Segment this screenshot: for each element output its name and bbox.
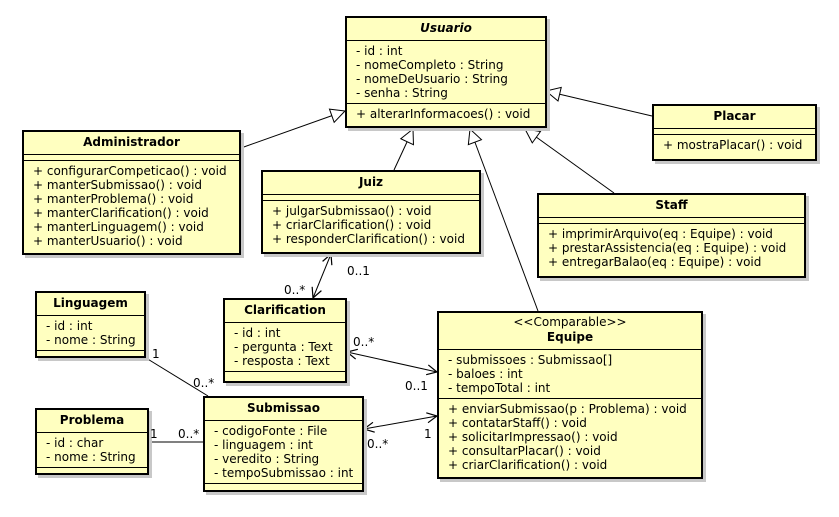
- attribute: - resposta : Text: [234, 354, 330, 368]
- class-submissao-methods: [205, 483, 362, 489]
- class-staff[interactable]: Staff + imprimirArquivo(eq : Equipe) : v…: [537, 193, 806, 278]
- multiplicity-label: 0..1: [347, 264, 370, 278]
- generalization-staff-usuario: [525, 129, 615, 194]
- class-administrador-name: Administrador: [83, 135, 180, 149]
- method: + solicitarImpressao() : void: [448, 430, 618, 444]
- class-submissao[interactable]: Submissao - codigoFonte : File - linguag…: [203, 396, 364, 492]
- method: + prestarAssistencia(eq : Equipe) : void: [548, 241, 787, 255]
- class-juiz[interactable]: Juiz + julgarSubmissao() : void + criarC…: [261, 170, 481, 254]
- class-administrador-attributes: [24, 154, 239, 160]
- association-clarification-equipe: [347, 352, 437, 372]
- multiplicity-label: 0..*: [367, 437, 389, 451]
- multiplicity-label: 1: [150, 427, 158, 441]
- association-juiz-clarification: [313, 254, 331, 298]
- method: + imprimirArquivo(eq : Equipe) : void: [548, 227, 773, 241]
- attribute: - id : int: [234, 326, 281, 340]
- attribute: - pergunta : Text: [234, 340, 333, 354]
- class-linguagem[interactable]: Linguagem - id : int - nome : String: [35, 291, 146, 358]
- multiplicity-label: 1: [152, 347, 160, 361]
- class-equipe-name-box: <<Comparable>> Equipe: [439, 313, 701, 349]
- attribute: - nome : String: [46, 450, 136, 464]
- class-staff-attributes: [539, 217, 804, 223]
- class-submissao-name: Submissao: [246, 401, 321, 415]
- method: + manterUsuario() : void: [33, 234, 183, 248]
- association-submissao-equipe: [364, 416, 437, 429]
- method: + manterSubmissao() : void: [33, 178, 203, 192]
- class-submissao-attributes: - codigoFonte : File - linguagem : int -…: [205, 420, 362, 483]
- attribute: - baloes : int: [448, 367, 523, 381]
- method: + manterLinguagem() : void: [33, 220, 204, 234]
- class-equipe-name: Equipe: [546, 330, 594, 344]
- class-linguagem-attributes: - id : int - nome : String: [37, 315, 144, 350]
- class-administrador-methods: + configurarCompeticao() : void + manter…: [24, 160, 239, 251]
- method: + criarClarification() : void: [272, 218, 432, 232]
- class-usuario[interactable]: Usuario - id : int - nomeCompleto : Stri…: [345, 16, 547, 128]
- method: + entregarBalao(eq : Equipe) : void: [548, 255, 762, 269]
- generalization-equipe-usuario: [470, 129, 539, 312]
- class-linguagem-name: Linguagem: [53, 296, 128, 310]
- attribute: - linguagem : int: [214, 438, 313, 452]
- attribute: - id : int: [46, 319, 93, 333]
- generalization-placar-usuario: [546, 91, 653, 117]
- multiplicity-label: 0..*: [284, 283, 306, 297]
- method: + alterarInformacoes() : void: [356, 107, 531, 121]
- attribute: - id : int: [356, 44, 403, 58]
- multiplicity-label: 0..*: [178, 427, 200, 441]
- class-juiz-methods: + julgarSubmissao() : void + criarClarif…: [263, 200, 479, 249]
- method: + mostraPlacar() : void: [663, 138, 803, 152]
- attribute: - codigoFonte : File: [214, 424, 328, 438]
- generalization-administrador-usuario: [240, 111, 345, 149]
- method: + contatarStaff() : void: [448, 416, 587, 430]
- class-usuario-attributes: - id : int - nomeCompleto : String - nom…: [347, 40, 545, 103]
- multiplicity-label: 0..1: [405, 379, 428, 393]
- method: + enviarSubmissao(p : Problema) : void: [448, 402, 687, 416]
- class-placar[interactable]: Placar + mostraPlacar() : void: [652, 104, 817, 161]
- class-clarification-name: Clarification: [244, 303, 326, 317]
- attribute: - id : char: [46, 436, 104, 450]
- class-equipe[interactable]: <<Comparable>> Equipe - submissoes : Sub…: [437, 311, 703, 479]
- method: + configurarCompeticao() : void: [33, 164, 227, 178]
- class-problema-name: Problema: [59, 413, 125, 427]
- multiplicity-label: 0..*: [193, 376, 215, 390]
- method: + manterProblema() : void: [33, 192, 194, 206]
- class-placar-attributes: [654, 128, 815, 134]
- class-staff-methods: + imprimirArquivo(eq : Equipe) : void + …: [539, 223, 804, 272]
- multiplicity-label: 1: [424, 427, 432, 441]
- method: + criarClarification() : void: [448, 458, 608, 472]
- multiplicity-label: 0..*: [353, 335, 375, 349]
- class-placar-name: Placar: [713, 109, 756, 123]
- attribute: - nome : String: [46, 333, 136, 347]
- class-placar-methods: + mostraPlacar() : void: [654, 134, 815, 155]
- attribute: - tempoTotal : int: [448, 381, 551, 395]
- class-problema[interactable]: Problema - id : char - nome : String: [35, 408, 149, 475]
- method: + julgarSubmissao() : void: [272, 204, 432, 218]
- class-juiz-attributes: [263, 194, 479, 200]
- class-equipe-attributes: - submissoes : Submissao[] - baloes : in…: [439, 349, 701, 398]
- method: + responderClarification() : void: [272, 232, 465, 246]
- class-problema-attributes: - id : char - nome : String: [37, 432, 147, 467]
- attribute: - nomeCompleto : String: [356, 58, 504, 72]
- class-linguagem-methods: [37, 350, 144, 356]
- attribute: - submissoes : Submissao[]: [448, 353, 613, 367]
- generalization-juiz-usuario: [393, 129, 413, 171]
- class-equipe-stereotype: <<Comparable>>: [513, 315, 627, 329]
- class-clarification[interactable]: Clarification - id : int - pergunta : Te…: [223, 298, 347, 383]
- class-clarification-methods: [225, 371, 345, 377]
- class-equipe-methods: + enviarSubmissao(p : Problema) : void +…: [439, 398, 701, 475]
- attribute: - nomeDeUsuario : String: [356, 72, 508, 86]
- attribute: - tempoSubmissao : int: [214, 466, 354, 480]
- method: + consultarPlacar() : void: [448, 444, 601, 458]
- class-staff-name: Staff: [655, 198, 688, 212]
- attribute: - veredito : String: [214, 452, 320, 466]
- association-linguagem-submissao: [145, 357, 209, 397]
- class-clarification-attributes: - id : int - pergunta : Text - resposta …: [225, 322, 345, 371]
- class-usuario-name: Usuario: [420, 21, 472, 35]
- class-usuario-methods: + alterarInformacoes() : void: [347, 103, 545, 124]
- method: + manterClarification() : void: [33, 206, 209, 220]
- class-administrador[interactable]: Administrador + configurarCompeticao() :…: [22, 130, 241, 255]
- attribute: - senha : String: [356, 86, 448, 100]
- class-problema-methods: [37, 467, 147, 473]
- class-juiz-name: Juiz: [358, 175, 384, 189]
